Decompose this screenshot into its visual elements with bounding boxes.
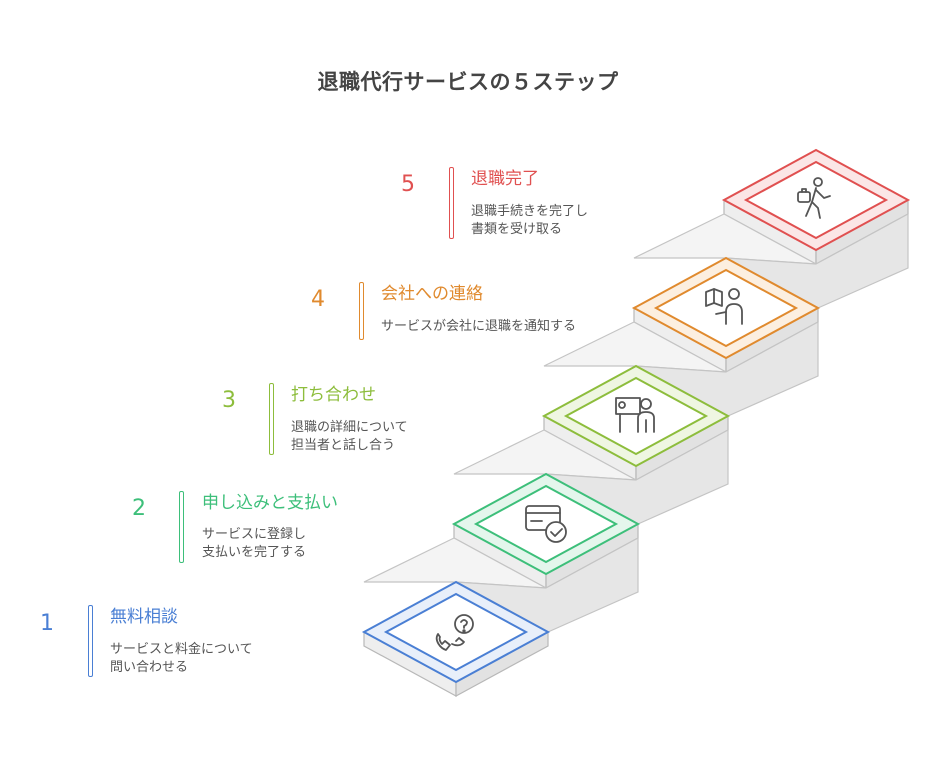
person-notifying-icon — [705, 288, 743, 325]
step-number: 5 — [401, 172, 415, 197]
step-accent-bar — [179, 491, 184, 563]
step-description: サービスと料金について 問い合わせる — [110, 642, 253, 675]
platform-inner — [473, 484, 619, 564]
step-5-platform — [721, 148, 911, 252]
step-2-platform — [451, 472, 641, 576]
step-title: 会社への連絡 — [381, 284, 483, 304]
platform-inner — [383, 592, 529, 672]
step-number: 1 — [40, 611, 54, 636]
platform-inner — [563, 376, 709, 456]
step-title: 申し込みと支払い — [202, 493, 338, 513]
payment-card-check-icon — [525, 505, 567, 543]
platform-inner — [743, 160, 889, 240]
step-title: 打ち合わせ — [291, 385, 376, 405]
stair-riser-side — [635, 320, 819, 417]
step-number: 2 — [132, 496, 146, 521]
stair-riser-side — [455, 536, 639, 633]
stair-riser-side — [545, 428, 729, 525]
step-number: 3 — [222, 388, 236, 413]
meeting-presentation-icon — [615, 397, 655, 433]
person-leaving-icon — [797, 177, 831, 219]
phone-question-icon — [435, 614, 474, 651]
step-accent-bar — [88, 605, 93, 677]
step-accent-bar — [449, 167, 454, 239]
step-accent-bar — [359, 282, 364, 340]
step-1-platform — [361, 580, 551, 684]
diagram-title: 退職代行サービスの５ステップ — [317, 70, 619, 94]
step-accent-bar — [269, 383, 274, 455]
step-description: サービスに登録し 支払いを完了する — [202, 527, 307, 560]
step-title: 退職完了 — [471, 169, 539, 189]
step-description: サービスが会社に退職を通知する — [381, 319, 577, 334]
step-3-platform — [541, 364, 731, 468]
stair-riser-side — [725, 212, 909, 309]
step-description: 退職手続きを完了し 書類を受け取る — [471, 204, 589, 237]
step-description: 退職の詳細について 担当者と話し合う — [291, 420, 408, 453]
step-number: 4 — [311, 287, 325, 312]
step-4-platform — [631, 256, 821, 360]
step-title: 無料相談 — [110, 607, 178, 627]
